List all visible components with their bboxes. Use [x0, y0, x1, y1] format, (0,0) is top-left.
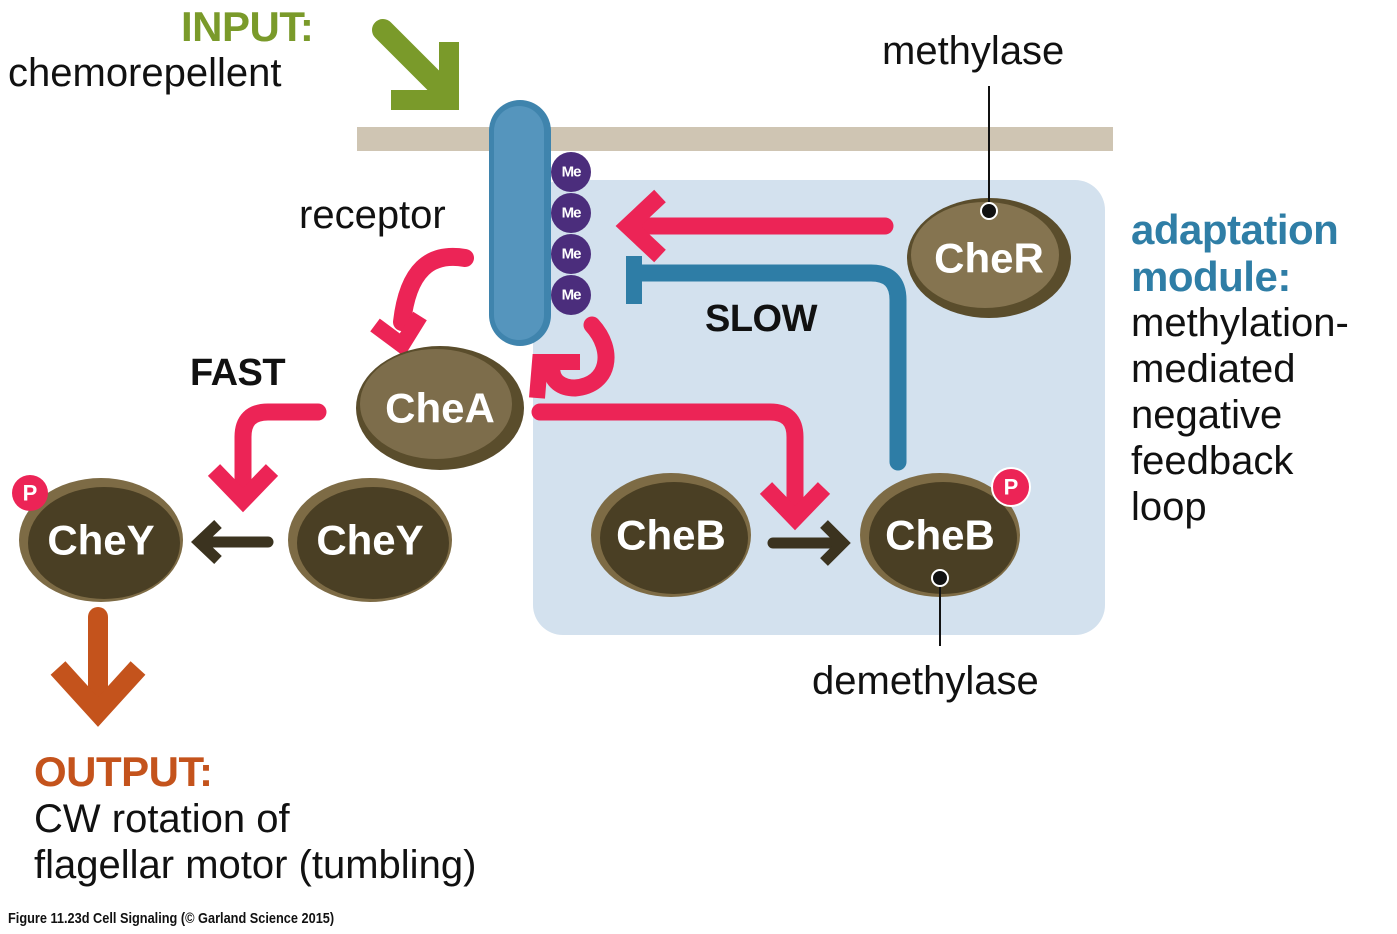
output-line: CW rotation of	[34, 797, 290, 841]
fast-label: FAST	[190, 352, 286, 394]
cher-methylation-arrow-icon	[615, 189, 894, 263]
receptor-highlight	[494, 106, 544, 340]
membrane	[357, 127, 1113, 151]
receptor-label: receptor	[299, 193, 446, 237]
protein-cheb: CheB	[591, 473, 751, 597]
output-arrow-icon	[50, 607, 146, 727]
phosphate-badge	[991, 467, 1031, 507]
methyl-group-label: Me	[562, 205, 581, 222]
output-title: OUTPUT:	[34, 748, 213, 795]
protein-label: CheY	[47, 517, 154, 564]
methyl-group-label: Me	[562, 164, 581, 181]
protein-cher: CheR	[907, 198, 1071, 318]
methylase-leader-line	[980, 86, 998, 220]
methylase-label: methylase	[882, 29, 1065, 73]
slow-label: SLOW	[705, 298, 817, 340]
protein-label: CheB	[616, 512, 726, 559]
protein-label: CheR	[934, 235, 1044, 282]
protein-label: CheA	[385, 385, 495, 432]
adaptation-title-line: module:	[1131, 253, 1291, 300]
output-line: flagellar motor (tumbling)	[34, 843, 477, 887]
methyl-group	[551, 234, 591, 274]
input-text: chemorepellent	[8, 51, 282, 95]
adaptation-desc-line: negative	[1131, 393, 1283, 437]
protein-cheb-phosphorylated: CheB P	[860, 467, 1031, 597]
protein-label: CheB	[885, 512, 995, 559]
methyl-group-label: Me	[562, 287, 581, 304]
adaptation-desc-line: mediated	[1131, 347, 1296, 391]
adaptation-title-line: adaptation	[1131, 206, 1339, 253]
chea-to-chey-arrow-icon	[207, 403, 327, 513]
adaptation-desc-line: loop	[1131, 485, 1207, 529]
protein-chey-phosphorylated: CheY P	[12, 475, 183, 602]
input-arrow-icon	[372, 19, 459, 110]
phosphate-badge	[12, 475, 48, 511]
receptor-to-chea-arrow-icon	[370, 247, 474, 357]
cheb-conversion-arrow-icon	[767, 520, 851, 566]
figure-caption: Figure 11.23d Cell Signaling (© Garland …	[8, 910, 335, 927]
protein-label: CheY	[316, 517, 423, 564]
output-label: OUTPUT: CW rotation of flagellar motor (…	[34, 748, 476, 888]
demethylase-leader-line	[931, 569, 949, 646]
chea-to-cheb-arrow-icon	[531, 403, 831, 531]
phosphate-label: P	[23, 481, 38, 506]
methyl-group	[551, 193, 591, 233]
cheb-inhibition-line-icon	[626, 256, 907, 471]
phosphate-label: P	[1004, 475, 1019, 500]
protein-chey: CheY	[288, 478, 452, 602]
methyl-groups: Me Me Me Me	[551, 152, 591, 315]
input-title: INPUT:	[181, 3, 314, 50]
adaptation-desc-line: methylation-	[1131, 301, 1349, 345]
adaptation-desc-line: feedback	[1131, 439, 1294, 483]
adaptation-module-label: adaptation module: methylation- mediated…	[1131, 206, 1349, 530]
methyl-group	[551, 152, 591, 192]
chey-conversion-arrow-icon	[191, 520, 274, 564]
protein-chea: CheA	[356, 346, 524, 470]
chea-to-receptor-arrow-icon	[529, 316, 615, 399]
methyl-group-label: Me	[562, 246, 581, 263]
demethylase-label: demethylase	[812, 659, 1039, 703]
methyl-group	[551, 275, 591, 315]
